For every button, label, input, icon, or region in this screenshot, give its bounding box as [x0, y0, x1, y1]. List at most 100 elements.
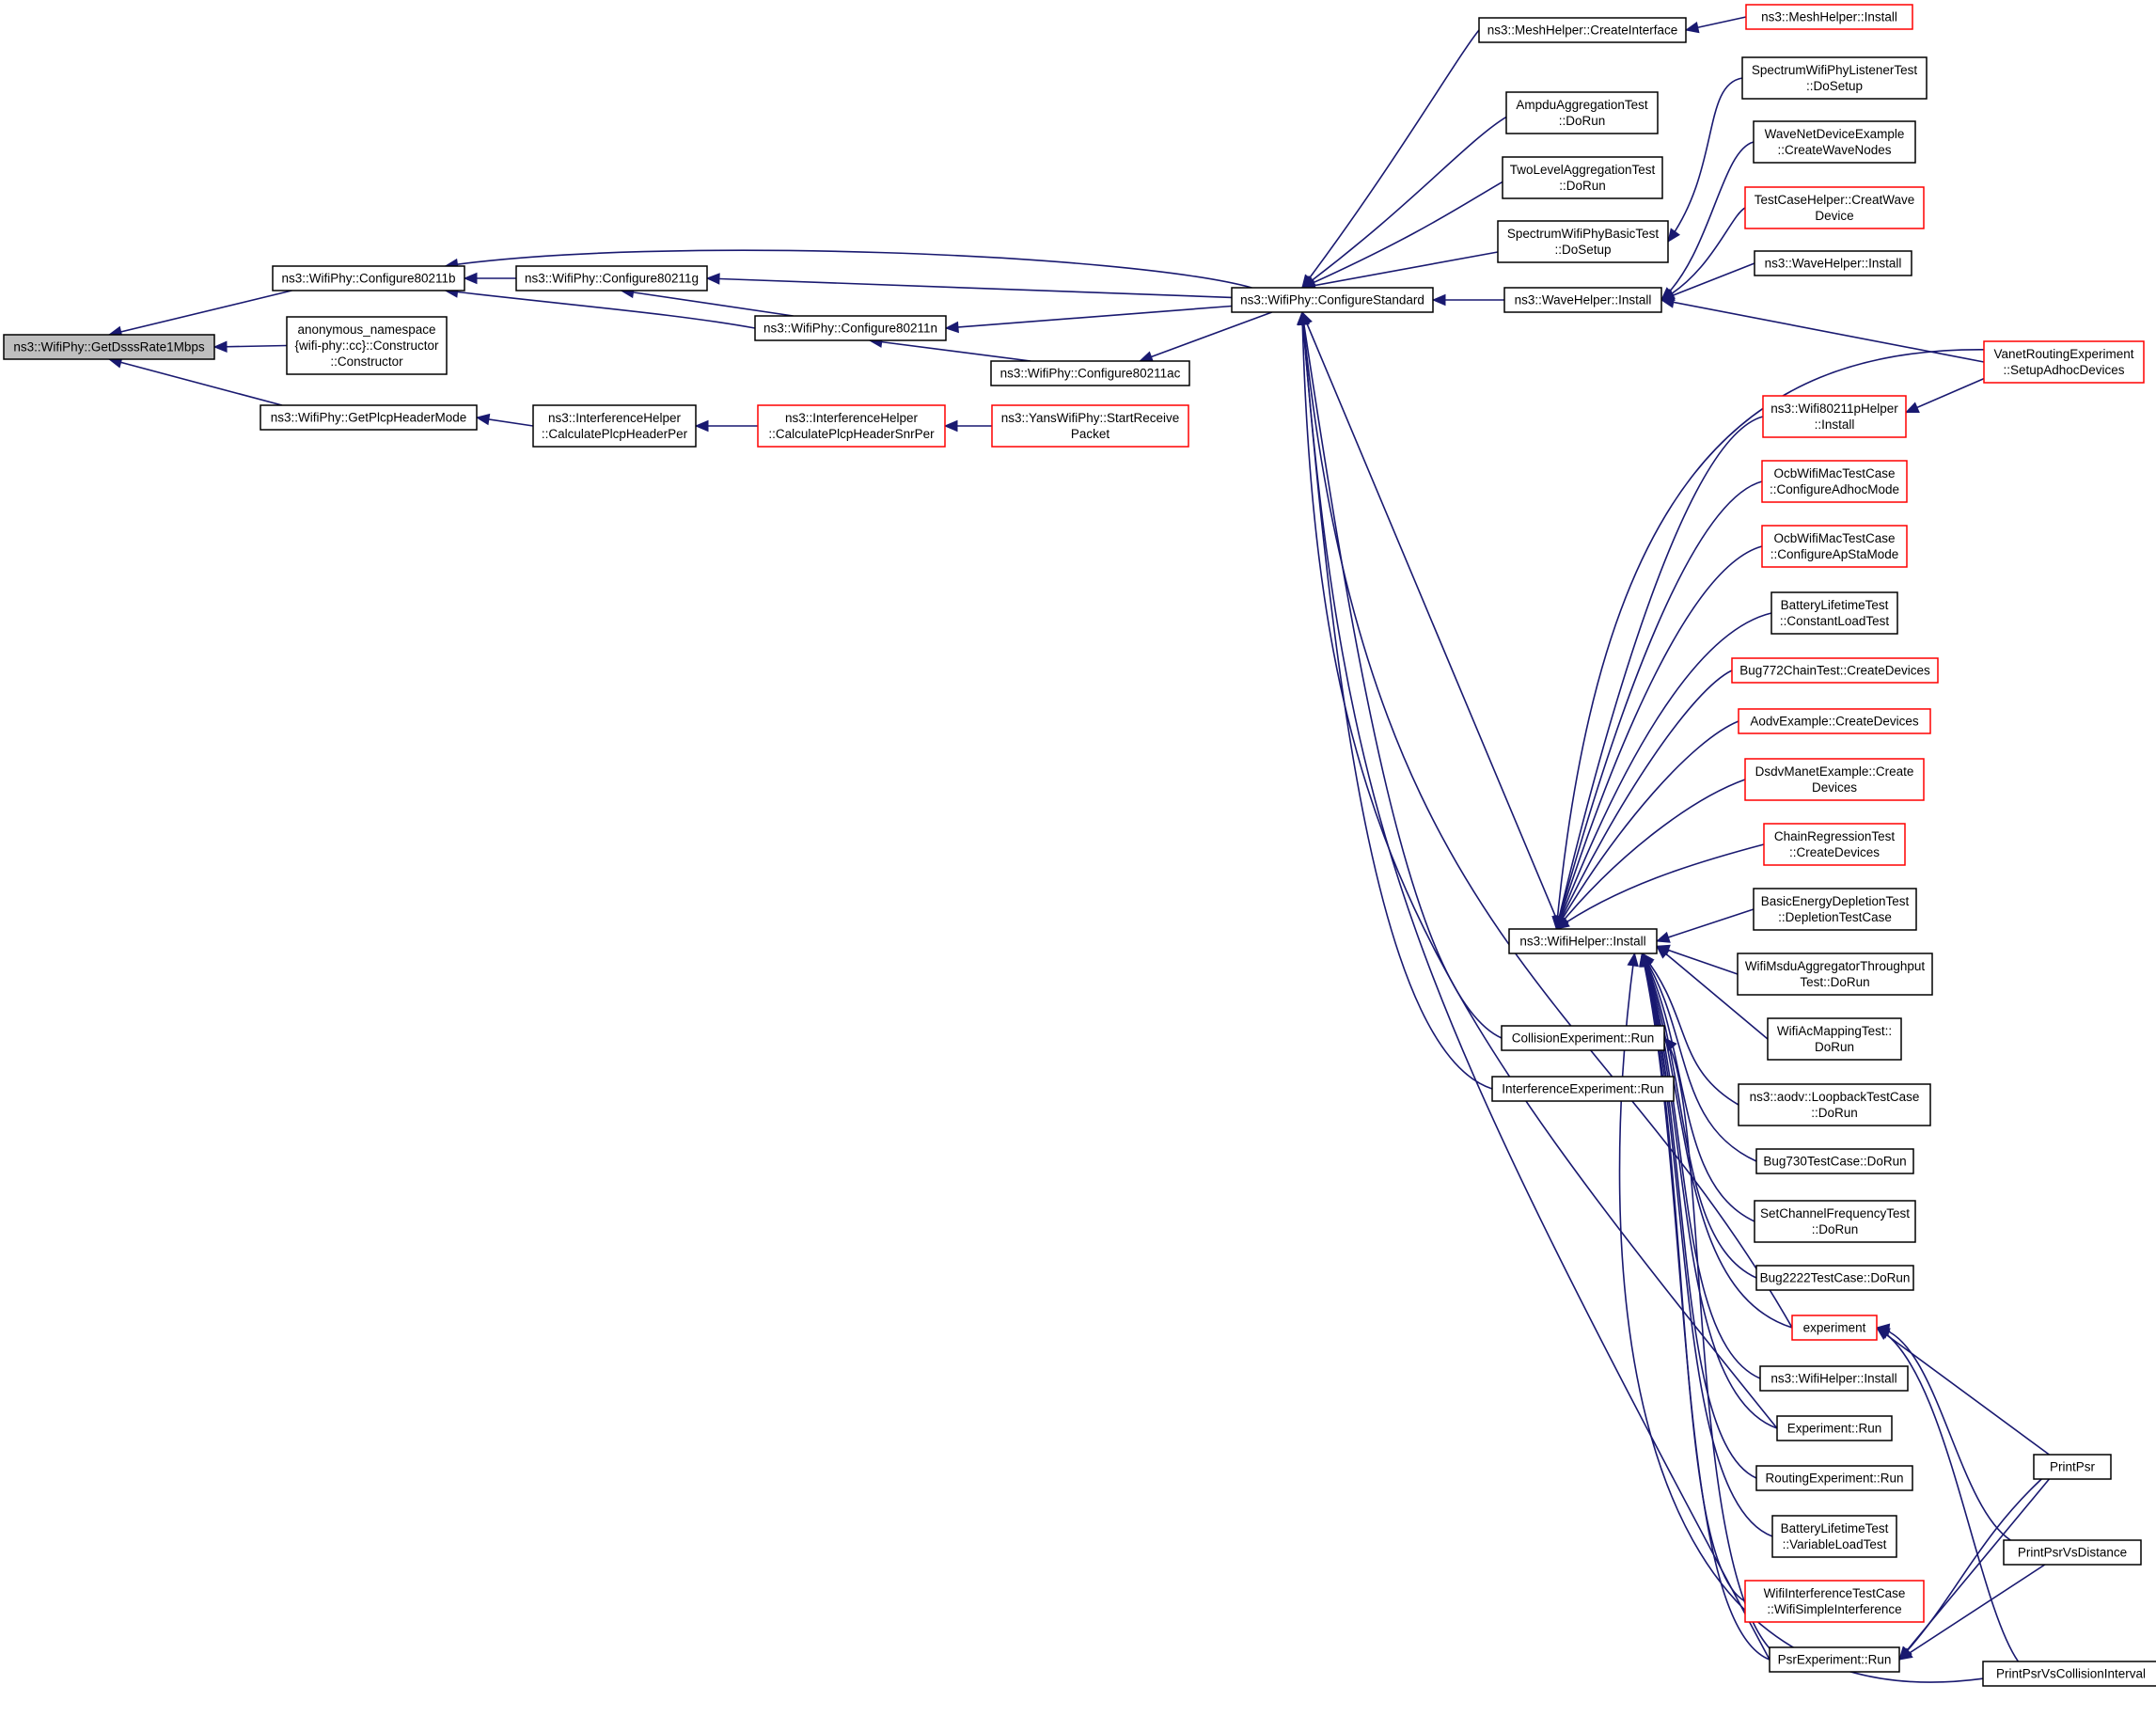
- node-box: [1983, 340, 2145, 384]
- node-ocb-adhoc[interactable]: OcbWifiMacTestCase::ConfigureAdhocMode: [1761, 460, 1908, 503]
- node-experiment[interactable]: experiment: [1791, 1315, 1878, 1341]
- node-label: ns3::WifiHelper::Install: [1770, 1372, 1896, 1386]
- node-label: ns3::WifiPhy::GetDsssRate1Mbps: [13, 340, 205, 354]
- node-box: [1744, 758, 1925, 801]
- edge-printpsr-to-psr-run-b: [1898, 1478, 2042, 1661]
- edge-cfg-b-to-getdsss: [107, 290, 292, 338]
- node-psr-run[interactable]: PsrExperiment::Run: [1769, 1646, 1900, 1673]
- node-label: PrintPsrVsDistance: [2018, 1546, 2127, 1560]
- node-collision[interactable]: CollisionExperiment::Run: [1501, 1025, 1665, 1051]
- node-box: [1731, 657, 1939, 684]
- node-acmap[interactable]: WifiAcMappingTest::DoRun: [1767, 1017, 1902, 1061]
- node-ampdu[interactable]: AmpduAggregationTest::DoRun: [1505, 91, 1659, 134]
- node-label: VanetRoutingExperiment: [1993, 347, 2133, 361]
- node-label: WifiInterferenceTestCase: [1764, 1586, 1906, 1600]
- node-getplcp[interactable]: ns3::WifiPhy::GetPlcpHeaderMode: [260, 404, 478, 431]
- node-setchan[interactable]: SetChannelFrequencyTest::DoRun: [1754, 1200, 1916, 1243]
- edge-ocb_apsta-to-wifi-inst: [1554, 545, 1763, 931]
- node-label: ::CreateWaveNodes: [1777, 143, 1891, 157]
- node-vanet[interactable]: VanetRoutingExperiment::SetupAdhocDevice…: [1983, 340, 2145, 384]
- node-getdsss[interactable]: ns3::WifiPhy::GetDsssRate1Mbps: [3, 334, 215, 360]
- node-specbasic[interactable]: SpectrumWifiPhyBasicTest::DoSetup: [1497, 220, 1669, 263]
- node-label: BasicEnergyDepletionTest: [1761, 894, 1910, 908]
- node-box: [1753, 888, 1917, 931]
- node-bug772[interactable]: Bug772ChainTest::CreateDevices: [1731, 657, 1939, 684]
- node-bug730[interactable]: Bug730TestCase::DoRun: [1755, 1148, 1914, 1174]
- node-basicenergy[interactable]: BasicEnergyDepletionTest::DepletionTestC…: [1753, 888, 1917, 931]
- node-wifi80211p[interactable]: ns3::Wifi80211pHelper::Install: [1762, 395, 1907, 438]
- node-mesh-ci[interactable]: ns3::MeshHelper::CreateInterface: [1478, 17, 1687, 43]
- edge-printpsr-coll-to-experiment: [1875, 1327, 2020, 1662]
- node-chainreg[interactable]: ChainRegressionTest::CreateDevices: [1763, 823, 1906, 866]
- node-cfgstd[interactable]: ns3::WifiPhy::ConfigureStandard: [1231, 287, 1434, 313]
- node-label: Bug772ChainTest::CreateDevices: [1739, 664, 1930, 678]
- node-box: [1763, 823, 1906, 866]
- edge-yans-to-calcsnr: [943, 419, 992, 433]
- node-printpsr-dist[interactable]: PrintPsrVsDistance: [2003, 1539, 2142, 1566]
- node-anon[interactable]: anonymous_namespace{wifi-phy::cc}::Const…: [286, 316, 448, 375]
- node-cfg-ac[interactable]: ns3::WifiPhy::Configure80211ac: [990, 360, 1190, 386]
- node-bug2222[interactable]: Bug2222TestCase::DoRun: [1755, 1265, 1914, 1291]
- node-printpsr-coll[interactable]: PrintPsrVsCollisionInterval: [1982, 1661, 2156, 1687]
- edge-calcsnr-to-calcplcp: [694, 419, 758, 433]
- node-cfg-g[interactable]: ns3::WifiPhy::Configure80211g: [515, 265, 708, 291]
- node-label: PsrExperiment::Run: [1778, 1653, 1892, 1667]
- node-loopback[interactable]: ns3::aodv::LoopbackTestCase::DoRun: [1738, 1083, 1931, 1126]
- node-wave-inst[interactable]: ns3::WaveHelper::Install: [1503, 287, 1662, 313]
- node-box: [1231, 287, 1434, 313]
- node-label: TwoLevelAggregationTest: [1510, 163, 1656, 177]
- node-wifi-inst2[interactable]: ns3::WifiHelper::Install: [1759, 1365, 1909, 1392]
- node-box: [1982, 1661, 2156, 1687]
- edge-psr-run-to-cfgstd-a: [1297, 310, 1770, 1661]
- node-label: WifiAcMappingTest::: [1777, 1024, 1892, 1038]
- edge-mesh-ci-to-cfgstd: [1301, 29, 1480, 290]
- edge-printpsr-dist-to-experiment: [1875, 1323, 2011, 1541]
- node-exp-run[interactable]: Experiment::Run: [1776, 1415, 1893, 1441]
- node-battery-const[interactable]: BatteryLifetimeTest::ConstantLoadTest: [1770, 591, 1898, 635]
- node-mesh-inst[interactable]: ns3::MeshHelper::Install: [1745, 4, 1913, 30]
- node-label: RoutingExperiment::Run: [1765, 1472, 1903, 1486]
- node-wavenet[interactable]: WaveNetDeviceExample::CreateWaveNodes: [1753, 120, 1916, 164]
- node-box: [1737, 953, 1933, 996]
- edge-psr-run-to-collision: [1663, 1037, 1784, 1661]
- node-label: {wifi-phy::cc}::Constructor: [294, 339, 439, 353]
- node-label: ns3::WifiPhy::Configure80211g: [525, 272, 699, 286]
- node-battery-var[interactable]: BatteryLifetimeTest::VariableLoadTest: [1771, 1515, 1897, 1558]
- node-calcsnr[interactable]: ns3::InterferenceHelper::CalculatePlcpHe…: [757, 404, 946, 448]
- edge-cfgstd-to-cfg-g: [705, 273, 1233, 299]
- node-speclistener[interactable]: SpectrumWifiPhyListenerTest::DoSetup: [1741, 56, 1928, 100]
- node-label: Experiment::Run: [1787, 1422, 1882, 1436]
- node-routing[interactable]: RoutingExperiment::Run: [1755, 1465, 1913, 1491]
- node-label: AodvExample::CreateDevices: [1750, 715, 1919, 729]
- node-cfg-n[interactable]: ns3::WifiPhy::Configure80211n: [754, 315, 947, 341]
- node-label: CollisionExperiment::Run: [1512, 1031, 1655, 1046]
- node-box: [1759, 1365, 1909, 1392]
- edge-vanet-to-wave-inst: [1660, 296, 1985, 363]
- node-printpsr[interactable]: PrintPsr: [2033, 1454, 2112, 1480]
- node-interf[interactable]: InterferenceExperiment::Run: [1491, 1076, 1675, 1102]
- node-box: [1754, 1200, 1916, 1243]
- node-box: [990, 360, 1190, 386]
- node-label: ::CalculatePlcpHeaderPer: [542, 427, 688, 441]
- node-wave-inst2[interactable]: ns3::WaveHelper::Install: [1754, 250, 1912, 276]
- node-ocb-apsta[interactable]: OcbWifiMacTestCase::ConfigureApStaMode: [1761, 525, 1908, 568]
- node-wifiinterf[interactable]: WifiInterferenceTestCase::WifiSimpleInte…: [1744, 1580, 1925, 1623]
- node-label: ns3::InterferenceHelper: [785, 411, 919, 425]
- node-box: [1755, 1265, 1914, 1291]
- node-calcplcp[interactable]: ns3::InterferenceHelper::CalculatePlcpHe…: [532, 404, 697, 448]
- node-label: ns3::WifiPhy::ConfigureStandard: [1240, 293, 1424, 307]
- node-cfg-b[interactable]: ns3::WifiPhy::Configure80211b: [272, 265, 465, 291]
- node-twolevel[interactable]: TwoLevelAggregationTest::DoRun: [1502, 156, 1663, 199]
- node-box: [1791, 1315, 1878, 1341]
- node-wifi-inst[interactable]: ns3::WifiHelper::Install: [1508, 928, 1658, 954]
- node-label: ::WifiSimpleInterference: [1767, 1602, 1901, 1616]
- node-box: [286, 316, 448, 375]
- node-dsdv[interactable]: DsdvManetExample::CreateDevices: [1744, 758, 1925, 801]
- node-box: [532, 404, 697, 448]
- node-aodv-ex[interactable]: AodvExample::CreateDevices: [1738, 708, 1931, 734]
- edge-specbasic-to-cfgstd: [1300, 251, 1499, 291]
